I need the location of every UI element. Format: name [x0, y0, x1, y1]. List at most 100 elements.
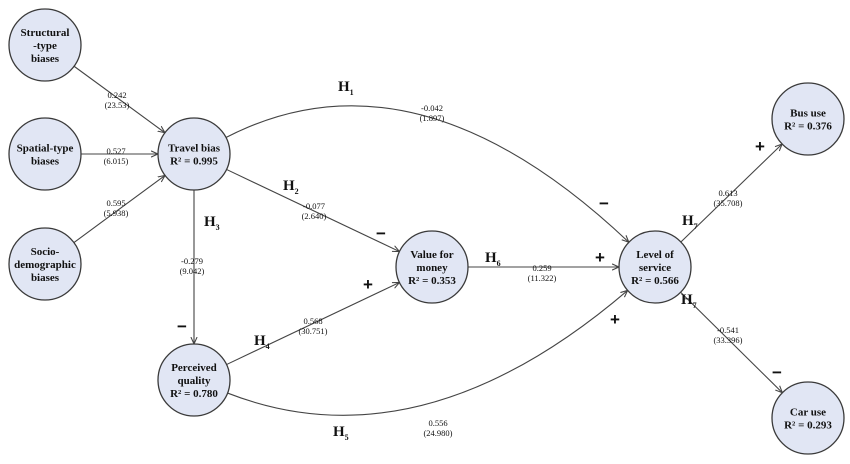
node-label: Socio-: [31, 246, 60, 258]
hypothesis-number: 5: [345, 433, 349, 442]
hypothesis-label-h4: H4: [254, 333, 270, 351]
node-label: Structural: [21, 27, 70, 39]
t-statistic: (6.015): [104, 156, 129, 166]
node-label: Perceived: [171, 362, 217, 374]
node-label: biases: [31, 272, 60, 284]
edge-coefficient: 0.568(30.751): [298, 316, 327, 336]
node-label: Travel bias: [168, 143, 221, 155]
hypothesis-letter: H: [682, 213, 694, 229]
node-circle: [771, 82, 845, 156]
hypothesis-number: 3: [216, 223, 220, 232]
node-label: Car use: [790, 407, 826, 419]
hypothesis-label-h2: H2: [283, 178, 299, 196]
path-coefficient: -0.279: [181, 256, 203, 266]
node-circle: [157, 343, 231, 417]
node-label: quality: [177, 375, 211, 387]
hypothesis-letter: H: [204, 214, 216, 230]
r-squared-value: R² = 0.293: [784, 420, 832, 432]
hypothesis-number: 2: [295, 187, 299, 196]
edge-coefficient: 0.556(24.980): [423, 418, 452, 438]
hypothesis-letter: H: [485, 250, 497, 266]
node-circle: [395, 230, 469, 304]
effect-sign-h7-car: −: [772, 363, 782, 382]
hypothesis-number: 4: [266, 342, 270, 351]
edge-coefficient: 0.242(23.53): [105, 90, 130, 110]
effect-sign-h3: −: [177, 317, 187, 336]
edges-layer: [73, 65, 782, 416]
effect-sign-h5: +: [610, 310, 620, 329]
edge-h5: [227, 290, 628, 416]
t-statistic: (11.322): [528, 273, 557, 283]
node-label: money: [416, 262, 448, 274]
node-label: Bus use: [790, 108, 826, 120]
t-statistic: (5.938): [104, 208, 129, 218]
edge-coefficient: -0.279(9.042): [180, 256, 205, 276]
edge-structural-travel: [73, 65, 165, 132]
node-label: -type: [33, 40, 57, 52]
path-coefficient: -0.077: [303, 201, 325, 211]
path-coefficient: 0.613: [718, 188, 737, 198]
node-label: demographic: [14, 259, 76, 271]
node-circle: [771, 381, 845, 455]
hypothesis-letter: H: [333, 424, 345, 440]
r-squared-value: R² = 0.995: [170, 156, 218, 168]
t-statistic: (2.640): [302, 211, 327, 221]
r-squared-value: R² = 0.376: [784, 121, 832, 133]
t-statistic: (24.980): [423, 428, 452, 438]
hypothesis-letter: H: [338, 79, 350, 95]
edge-coefficient: 0.259(11.322): [528, 263, 557, 283]
node-label: Spatial-type: [17, 143, 74, 155]
node-circle: [8, 117, 82, 191]
hypothesis-label-h5: H5: [333, 424, 349, 442]
node-circle: [8, 8, 82, 82]
path-coefficient: 0.242: [107, 90, 126, 100]
t-statistic: (33.396): [713, 335, 742, 345]
path-coefficient: 0.556: [428, 418, 447, 428]
node-label: biases: [31, 53, 60, 65]
t-statistic: (1.897): [420, 113, 445, 123]
t-statistic: (35.708): [713, 198, 742, 208]
hypothesis-number: 7: [694, 222, 698, 231]
node-circle: [8, 227, 82, 301]
node-label: Value for: [410, 249, 453, 261]
hypothesis-number: 6: [497, 259, 501, 268]
effect-sign-h6: +: [595, 248, 605, 267]
t-statistic: (23.53): [105, 100, 130, 110]
hypothesis-label-h7-bus: H7: [682, 213, 698, 231]
t-statistic: (9.042): [180, 266, 205, 276]
edge-h1: [225, 105, 629, 242]
edge-coefficient: -0.042(1.897): [420, 103, 445, 123]
node-label: biases: [31, 156, 60, 168]
edge-coefficient: 0.527(6.015): [104, 146, 129, 166]
t-statistic: (30.751): [298, 326, 327, 336]
hypothesis-letter: H: [283, 178, 295, 194]
edge-coefficient: -0.077(2.640): [302, 201, 327, 221]
path-coefficient: 0.568: [303, 316, 322, 326]
node-circle: [157, 117, 231, 191]
hypothesis-label-h1: H1: [338, 79, 354, 97]
edge-coefficient: -0.541(33.396): [713, 325, 742, 345]
hypothesis-letter: H: [681, 292, 693, 308]
node-label: service: [639, 262, 671, 274]
r-squared-value: R² = 0.353: [408, 275, 456, 287]
node-label: Level of: [636, 249, 674, 261]
edge-coefficient: 0.595(5.938): [104, 198, 129, 218]
hypothesis-label-h3: H3: [204, 214, 220, 232]
hypothesis-label-h7-car: H7: [681, 292, 697, 310]
labels-layer: 0.242(23.53) 0.527(6.015) 0.595(5.938) -0.0…: [104, 79, 782, 442]
path-coefficient: 0.259: [532, 263, 551, 273]
r-squared-value: R² = 0.780: [170, 388, 218, 400]
effect-sign-h7-bus: +: [755, 137, 765, 156]
nodes-layer: Structural-typebiasesSpatial-typebiasesS…: [8, 8, 845, 455]
path-coefficient: 0.595: [106, 198, 125, 208]
r-squared-value: R² = 0.566: [631, 275, 679, 287]
hypothesis-number: 1: [350, 88, 354, 97]
